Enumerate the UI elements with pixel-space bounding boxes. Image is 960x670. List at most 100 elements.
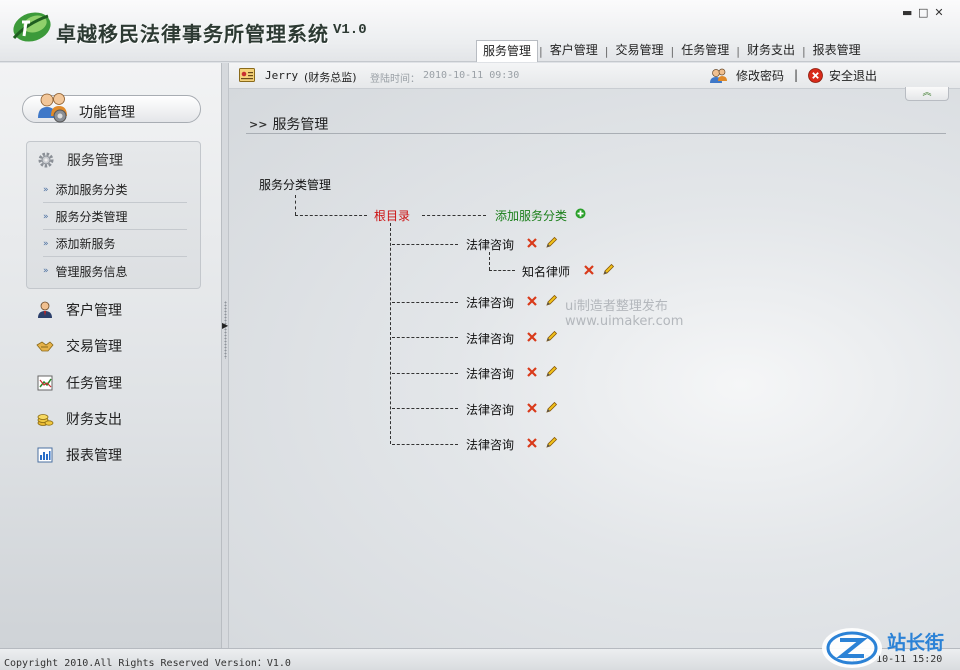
main-content: Jerry (财务总监) 登陆时间： 2010-10-11 09:30 修改密码… xyxy=(229,63,960,648)
edit-pencil-icon[interactable] xyxy=(545,365,558,378)
edit-pencil-icon[interactable] xyxy=(545,236,558,249)
tree-connector xyxy=(392,408,458,409)
tab-transaction[interactable]: 交易管理 xyxy=(615,43,664,57)
sidebar-item-label: 财务支出 xyxy=(66,412,122,428)
delete-icon[interactable] xyxy=(526,237,538,249)
tree-connector xyxy=(489,270,515,271)
copyright-text: Copyright 2010.All Rights Reserved Versi… xyxy=(4,658,291,669)
tab-separator: | xyxy=(801,44,806,58)
sidebar-item-transaction[interactable]: 交易管理 xyxy=(36,335,122,357)
app-version: V1.0 xyxy=(333,22,367,38)
tab-task[interactable]: 任务管理 xyxy=(681,43,730,57)
tab-report[interactable]: 报表管理 xyxy=(812,43,861,57)
logout-label: 安全退出 xyxy=(829,69,878,83)
users-key-icon xyxy=(710,68,727,83)
tree-root-label[interactable]: 根目录 xyxy=(374,209,411,223)
bullet-icon: » xyxy=(43,238,48,249)
edit-pencil-icon[interactable] xyxy=(545,401,558,414)
tab-separator: | xyxy=(670,44,675,58)
splitter-grip[interactable] xyxy=(224,301,227,359)
sidebar-item-label: 报表管理 xyxy=(66,448,122,464)
add-icon[interactable] xyxy=(575,208,586,219)
change-password-label: 修改密码 xyxy=(736,69,785,83)
delete-icon[interactable] xyxy=(526,437,538,449)
submenu-label: 服务分类管理 xyxy=(55,210,128,224)
tree-node-label: 法律咨询 xyxy=(466,296,515,310)
submenu-add-new-service[interactable]: » 添加新服务 xyxy=(43,231,187,257)
double-chevron-icon: >> xyxy=(249,117,268,131)
bullet-icon: » xyxy=(43,184,48,195)
sidebar-item-service[interactable]: 服务管理 xyxy=(37,150,123,170)
tree-connector xyxy=(295,195,296,215)
corner-watermark-text: 站长街 xyxy=(887,632,945,654)
sidebar-item-label: 交易管理 xyxy=(66,339,122,355)
submenu-label: 添加服务分类 xyxy=(55,183,128,197)
sidebar: 功能管理 服务管理 » 添加服务分类 » 服务分类管理 » 添加新服务 » 管理… xyxy=(0,63,222,648)
submenu-add-service-category[interactable]: » 添加服务分类 xyxy=(43,177,187,203)
sidebar-item-report[interactable]: 报表管理 xyxy=(36,444,122,466)
tree-connector xyxy=(392,244,458,245)
delete-icon[interactable] xyxy=(526,295,538,307)
submenu-label: 管理服务信息 xyxy=(55,264,128,279)
logout-button[interactable]: 安全退出 xyxy=(808,67,877,84)
handshake-icon xyxy=(36,341,54,352)
tab-customer[interactable]: 客户管理 xyxy=(549,43,598,57)
tree-node-label: 法律咨询 xyxy=(466,403,515,417)
app-logo-icon xyxy=(12,12,51,42)
logout-icon xyxy=(808,68,823,83)
bullet-icon: » xyxy=(43,266,48,276)
bullet-icon: » xyxy=(43,211,48,222)
sidebar-item-task[interactable]: 任务管理 xyxy=(36,372,122,394)
submenu-service-category-management[interactable]: » 服务分类管理 xyxy=(43,204,187,230)
sidebar-splitter[interactable]: ▶ xyxy=(222,63,229,648)
edit-pencil-icon[interactable] xyxy=(545,294,558,307)
service-menu-panel: 服务管理 » 添加服务分类 » 服务分类管理 » 添加新服务 » 管理服务信息 xyxy=(26,141,201,289)
app-header: 卓越移民法律事务所管理系统 V1.0 ▬ □ ✕ 服务管理 | 客户管理 | 交… xyxy=(0,0,960,62)
tree-node-label: 法律咨询 xyxy=(466,367,515,381)
delete-icon[interactable] xyxy=(583,264,595,276)
tree-node-label: 法律咨询 xyxy=(466,438,515,452)
page-title-text: 服务管理 xyxy=(272,117,329,133)
tree-connector xyxy=(392,444,458,445)
page-title: >> 服务管理 xyxy=(249,114,328,134)
function-management-button[interactable]: 功能管理 xyxy=(22,93,201,123)
submenu-manage-service-info[interactable]: » 管理服务信息 xyxy=(43,258,187,284)
user-role: (财务总监) xyxy=(304,71,357,84)
tree-connector xyxy=(422,215,486,216)
tab-separator: | xyxy=(736,44,740,58)
footer-datetime: 2010-10-11 15:20 xyxy=(846,654,943,665)
close-icon[interactable]: ✕ xyxy=(934,6,944,19)
sidebar-item-label: 任务管理 xyxy=(66,376,122,392)
submenu-label: 添加新服务 xyxy=(55,237,116,251)
minimize-icon[interactable]: ▬ xyxy=(902,6,913,19)
add-service-category-link[interactable]: 添加服务分类 xyxy=(495,209,568,223)
user-info-bar: Jerry (财务总监) 登陆时间： 2010-10-11 09:30 修改密码… xyxy=(229,63,960,89)
top-tab-bar: 服务管理 | 客户管理 | 交易管理 | 任务管理 | 财务支出 | 报表管理 xyxy=(476,40,867,62)
sidebar-item-finance[interactable]: 财务支出 xyxy=(36,408,122,430)
user-name: Jerry xyxy=(265,69,299,82)
tree-connector xyxy=(489,252,490,270)
sidebar-item-customer[interactable]: 客户管理 xyxy=(36,299,122,321)
tree-node-label: 知名律师 xyxy=(522,265,571,279)
tree-connector xyxy=(392,337,458,338)
collapse-header-icon[interactable]: ︽ xyxy=(905,87,949,101)
heading-divider xyxy=(246,133,946,134)
coins-icon xyxy=(37,414,54,426)
edit-pencil-icon[interactable] xyxy=(545,436,558,449)
collapse-sidebar-icon[interactable]: ▶ xyxy=(222,321,229,330)
delete-icon[interactable] xyxy=(526,366,538,378)
sidebar-item-label: 服务管理 xyxy=(67,153,123,169)
edit-pencil-icon[interactable] xyxy=(545,330,558,343)
tab-service[interactable]: 服务管理 xyxy=(476,40,539,62)
customer-icon xyxy=(38,301,52,318)
delete-icon[interactable] xyxy=(526,331,538,343)
change-password-button[interactable]: 修改密码 xyxy=(710,67,784,84)
tab-finance[interactable]: 财务支出 xyxy=(746,43,795,57)
delete-icon[interactable] xyxy=(526,402,538,414)
bar-chart-icon xyxy=(37,447,53,463)
tree-connector xyxy=(392,373,458,374)
task-chart-icon xyxy=(37,375,53,391)
maximize-icon[interactable]: □ xyxy=(918,6,929,19)
tree-trunk xyxy=(390,223,391,444)
edit-pencil-icon[interactable] xyxy=(602,263,615,276)
